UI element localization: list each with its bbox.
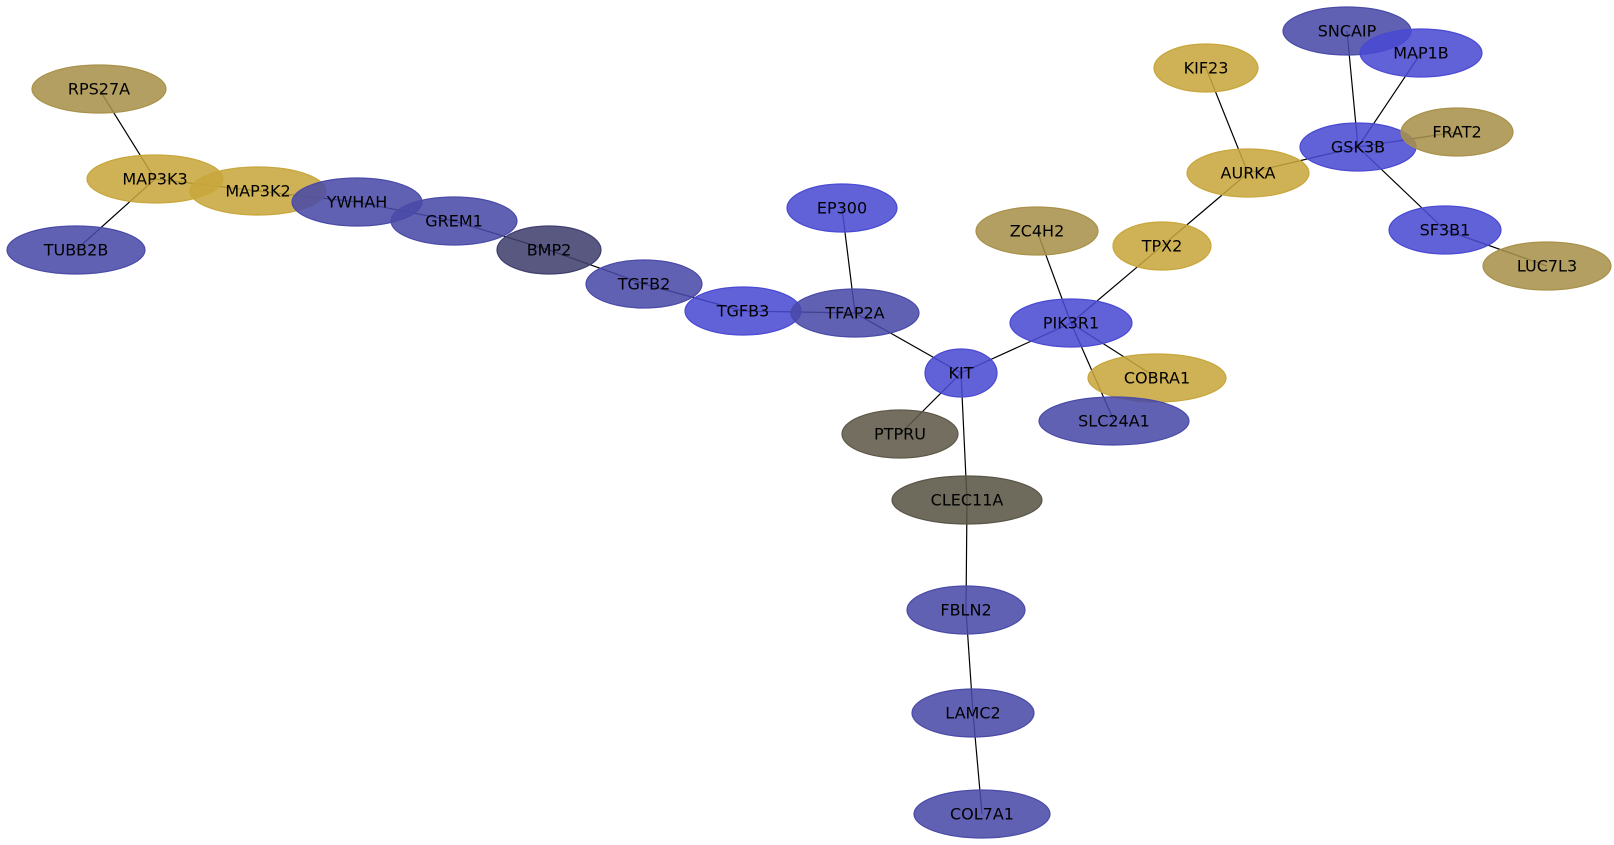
node-label: TUBB2B: [43, 241, 109, 260]
node-label: GSK3B: [1331, 138, 1385, 157]
node-label: LAMC2: [945, 704, 1000, 723]
node-aurka[interactable]: AURKA: [1186, 148, 1310, 198]
node-label: COBRA1: [1124, 369, 1190, 388]
node-ellipse: [790, 288, 920, 338]
node-label: TGFB3: [716, 302, 770, 321]
node-sf3b1[interactable]: SF3B1: [1388, 205, 1502, 255]
node-ellipse: [924, 348, 998, 398]
node-label: COL7A1: [950, 805, 1014, 824]
node-ellipse: [913, 789, 1051, 839]
node-ellipse: [891, 475, 1043, 525]
node-ep300[interactable]: EP300: [786, 183, 898, 233]
node-ellipse: [1038, 396, 1190, 446]
node-map1b[interactable]: MAP1B: [1359, 28, 1483, 78]
node-tgfb3[interactable]: TGFB3: [684, 286, 802, 336]
node-label: SNCAIP: [1318, 22, 1377, 41]
node-cobra1[interactable]: COBRA1: [1087, 353, 1227, 403]
node-zc4h2[interactable]: ZC4H2: [975, 206, 1099, 256]
node-label: TFAP2A: [824, 304, 884, 323]
node-slc24a1[interactable]: SLC24A1: [1038, 396, 1190, 446]
node-ellipse: [1359, 28, 1483, 78]
node-label: SLC24A1: [1078, 412, 1150, 431]
node-ellipse: [906, 585, 1026, 635]
node-label: FRAT2: [1432, 123, 1481, 142]
node-ellipse: [1388, 205, 1502, 255]
node-ywhah[interactable]: YWHAH: [291, 177, 423, 227]
node-clec11a[interactable]: CLEC11A: [891, 475, 1043, 525]
node-ellipse: [1400, 107, 1514, 157]
node-label: KIF23: [1184, 59, 1229, 78]
node-tubb2b[interactable]: TUBB2B: [6, 225, 146, 275]
node-kif23[interactable]: KIF23: [1153, 43, 1259, 93]
node-label: YWHAH: [326, 193, 388, 212]
node-label: ZC4H2: [1010, 222, 1065, 241]
node-ellipse: [841, 409, 959, 459]
node-label: LUC7L3: [1517, 257, 1577, 276]
node-kit[interactable]: KIT: [924, 348, 998, 398]
node-bmp2[interactable]: BMP2: [496, 225, 602, 275]
node-ellipse: [975, 206, 1099, 256]
node-label: TPX2: [1141, 237, 1183, 256]
node-label: RPS27A: [68, 80, 130, 99]
node-fbln2[interactable]: FBLN2: [906, 585, 1026, 635]
node-ellipse: [1153, 43, 1259, 93]
node-tfap2a[interactable]: TFAP2A: [790, 288, 920, 338]
node-ellipse: [1482, 241, 1612, 291]
node-label: BMP2: [527, 241, 572, 260]
node-label: FBLN2: [940, 601, 991, 620]
node-label: MAP3K2: [225, 182, 290, 201]
node-gsk3b[interactable]: GSK3B: [1299, 122, 1417, 172]
node-col7a1[interactable]: COL7A1: [913, 789, 1051, 839]
node-ellipse: [786, 183, 898, 233]
node-lamc2[interactable]: LAMC2: [911, 688, 1035, 738]
node-ptpru[interactable]: PTPRU: [841, 409, 959, 459]
node-label: EP300: [817, 199, 867, 218]
node-pik3r1[interactable]: PIK3R1: [1009, 298, 1133, 348]
node-label: CLEC11A: [931, 491, 1004, 510]
node-tgfb2[interactable]: TGFB2: [585, 259, 703, 309]
node-label: AURKA: [1221, 164, 1276, 183]
node-luc7l3[interactable]: LUC7L3: [1482, 241, 1612, 291]
node-label: KIT: [949, 364, 974, 383]
node-ellipse: [585, 259, 703, 309]
node-label: MAP1B: [1393, 44, 1449, 63]
node-label: TGFB2: [617, 275, 671, 294]
node-ellipse: [390, 196, 518, 246]
node-rps27a[interactable]: RPS27A: [31, 64, 167, 114]
node-map3k3[interactable]: MAP3K3: [86, 154, 224, 204]
node-ellipse: [1112, 221, 1212, 271]
node-label: SF3B1: [1420, 221, 1471, 240]
node-label: MAP3K3: [122, 170, 187, 189]
node-ellipse: [911, 688, 1035, 738]
node-ellipse: [31, 64, 167, 114]
node-ellipse: [496, 225, 602, 275]
node-grem1[interactable]: GREM1: [390, 196, 518, 246]
node-ellipse: [1009, 298, 1133, 348]
node-ellipse: [1186, 148, 1310, 198]
node-tpx2[interactable]: TPX2: [1112, 221, 1212, 271]
node-ellipse: [6, 225, 146, 275]
node-label: PTPRU: [874, 425, 926, 444]
node-label: GREM1: [425, 212, 483, 231]
node-frat2[interactable]: FRAT2: [1400, 107, 1514, 157]
node-label: PIK3R1: [1043, 314, 1099, 333]
